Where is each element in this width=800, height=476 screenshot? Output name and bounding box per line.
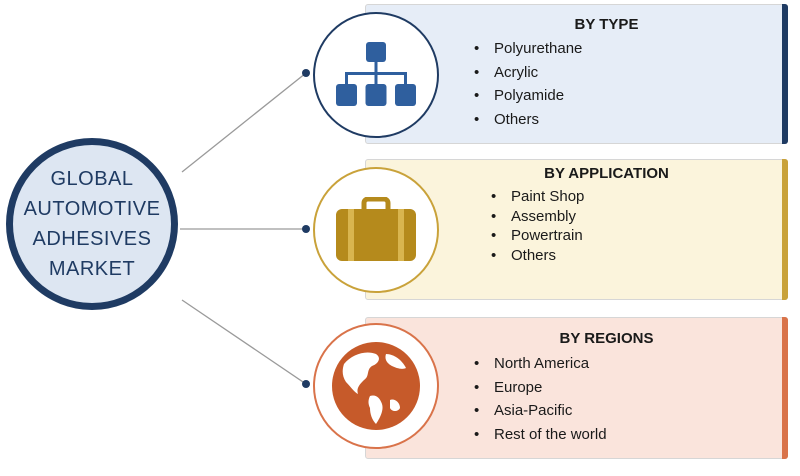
list-item: Others: [474, 111, 582, 135]
card-edge-application: [782, 159, 788, 300]
list-item: Assembly: [491, 208, 584, 228]
card-title-application: BY APPLICATION: [544, 165, 669, 182]
ring-type: [313, 12, 439, 138]
list-item: Others: [491, 247, 584, 267]
list-item: Asia-Pacific: [474, 402, 607, 426]
regions-list: North America Europe Asia-Pacific Rest o…: [474, 355, 607, 449]
globe-icon: [332, 342, 420, 430]
list-item: Paint Shop: [491, 188, 584, 208]
briefcase-icon: [336, 197, 416, 261]
list-item: Polyurethane: [474, 40, 582, 64]
card-edge-regions: [782, 317, 788, 459]
ring-regions: [313, 323, 439, 449]
list-item: Polyamide: [474, 87, 582, 111]
list-item: North America: [474, 355, 607, 379]
card-title-regions: BY REGIONS: [559, 330, 654, 347]
connector-dot-application: [302, 225, 310, 233]
connector-regions: [181, 299, 307, 385]
card-edge-type: [782, 4, 788, 144]
list-item: Rest of the world: [474, 426, 607, 450]
ring-application: [313, 167, 439, 293]
connector-type: [181, 72, 307, 173]
list-item: Acrylic: [474, 64, 582, 88]
hierarchy-icon: [336, 42, 416, 106]
list-item: Europe: [474, 379, 607, 403]
application-list: Paint Shop Assembly Powertrain Others: [491, 188, 584, 266]
type-list: Polyurethane Acrylic Polyamide Others: [474, 40, 582, 134]
card-title-type: BY TYPE: [574, 16, 639, 33]
list-item: Powertrain: [491, 227, 584, 247]
connector-dot-type: [302, 69, 310, 77]
connector-dot-regions: [302, 380, 310, 388]
market-hub: GLOBAL AUTOMOTIVE ADHESIVES MARKET: [6, 138, 178, 310]
hub-title: GLOBAL AUTOMOTIVE ADHESIVES MARKET: [23, 168, 161, 280]
